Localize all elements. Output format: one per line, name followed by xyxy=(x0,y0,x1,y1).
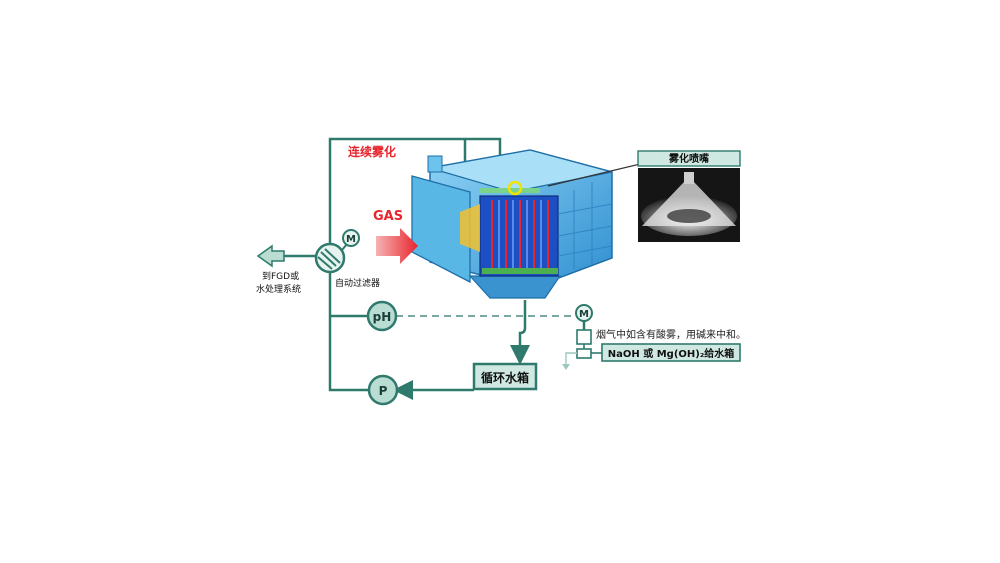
continuous-spray-label: 连续雾化 xyxy=(348,144,396,159)
alkali-tank xyxy=(601,343,741,362)
acid-mist-note: 烟气中如含有酸雾，用碱来中和。 xyxy=(596,328,746,341)
spray-nozzle-label: 雾化喷嘴 xyxy=(668,152,709,165)
auto-filter-label: 自动过滤器 xyxy=(335,277,380,289)
auto-filter xyxy=(314,242,346,274)
gas-label: GAS xyxy=(373,209,403,224)
destination-label-line1: 到FGD或 xyxy=(262,270,299,282)
alkali-tank-label: NaOH 或 Mg(OH)₂给水箱 xyxy=(608,347,734,360)
svg-text:M: M xyxy=(346,234,356,245)
spray-nozzle-photo xyxy=(638,168,740,242)
pump: P xyxy=(367,374,399,406)
dosing-pump-box xyxy=(576,329,592,345)
dosing-valve-box xyxy=(576,348,592,359)
svg-text:M: M xyxy=(579,309,589,320)
circulation-tank xyxy=(472,362,538,391)
ph-meter: pH xyxy=(366,300,398,332)
circulation-tank-label: 循环水箱 xyxy=(481,370,529,385)
destination-arrow xyxy=(256,244,285,268)
wet-esp-unit xyxy=(411,149,613,299)
filter-motor: M xyxy=(342,229,360,247)
spray-nozzle-label-box xyxy=(637,150,741,167)
gas-inlet-arrow xyxy=(376,228,418,264)
svg-text:P: P xyxy=(379,384,388,398)
destination-label-line2: 水处理系统 xyxy=(256,283,301,295)
svg-text:pH: pH xyxy=(373,310,392,324)
dosing-motor: M xyxy=(575,304,593,322)
